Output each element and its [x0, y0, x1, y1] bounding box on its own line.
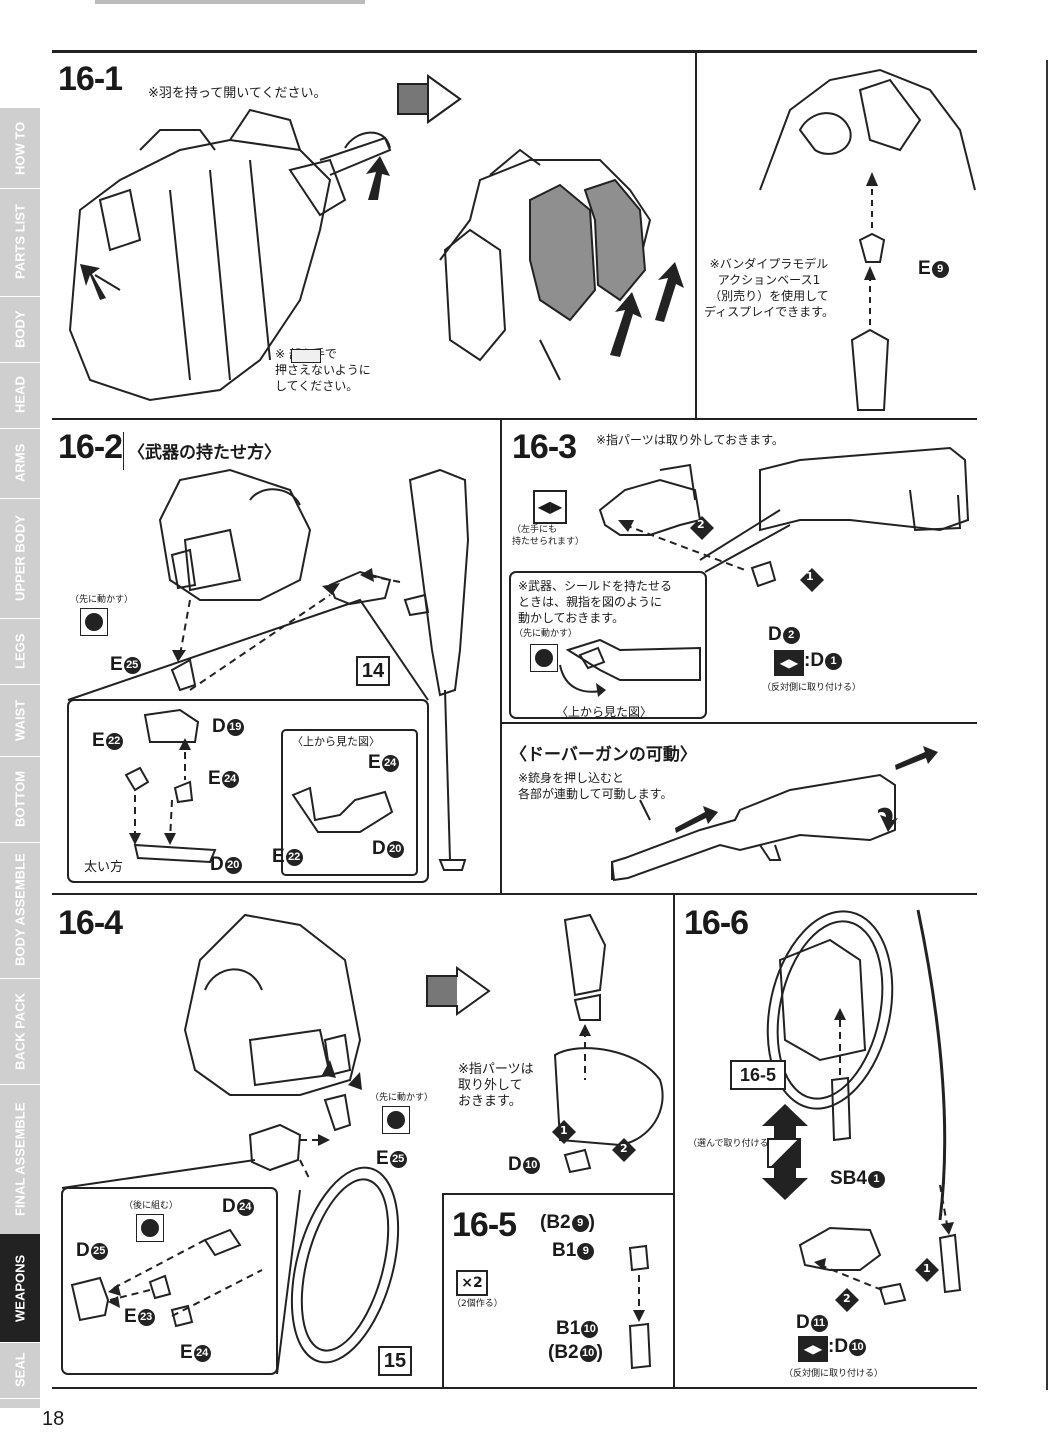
step-badge-1-6: 1 — [923, 1262, 931, 1275]
label-make-two: （2個作る） — [452, 1299, 503, 1309]
tab-legs[interactable]: LEGS — [0, 618, 40, 685]
divider — [442, 1193, 444, 1387]
divider — [502, 722, 977, 724]
note-thumb-position: ※武器、シールドを持たせる ときは、親指を図のように 動かしておきます。 — [518, 579, 673, 625]
step-16-1-title: 16-1 — [58, 60, 123, 98]
step-badge-2-6: 2 — [843, 1292, 851, 1305]
ref-box-16-5: 16-5 — [730, 1060, 786, 1090]
note-remove-fingers-4: ※指パーツは 取り外して おきます。 — [458, 1062, 534, 1109]
tab-arms[interactable]: ARMS — [0, 428, 40, 499]
label-move-first-3: （先に動かす） — [514, 629, 578, 639]
divider — [500, 420, 502, 893]
step-16-2-title: 16-2 — [58, 428, 123, 466]
top-bar-fragment — [95, 0, 365, 4]
label-move-first-4: （先に動かす） — [370, 1093, 434, 1103]
thumb-icon-4 — [382, 1106, 410, 1134]
label-opposite-side-6: （反対側に取り付ける） — [784, 1369, 884, 1379]
choose-icon — [767, 1138, 801, 1168]
mirror-icon: ◀▶ — [533, 490, 567, 524]
note-action-base: ※バンダイプラモデル アクションベース1 （別売り）を使用して ディスプレイでき… — [704, 257, 834, 319]
ref-box-14: 14 — [356, 656, 390, 686]
heading-dover-gun: 〈ドーバーガンの可動〉 — [510, 745, 697, 765]
divider — [442, 1193, 673, 1195]
ref-box-15: 15 — [378, 1346, 412, 1376]
note-dont-hold: ※ 部を手で 押さえないように してください。 — [275, 347, 371, 393]
label-left-hand: （左手にも 持たせられます） — [512, 525, 585, 547]
heading-how-to-hold-weapons: 〈武器の持たせ方〉 — [128, 443, 281, 463]
thumb-icon — [80, 608, 108, 636]
label-top-view-3: 〈上から見た図〉 — [556, 705, 653, 719]
step-badge-2: 2 — [697, 518, 705, 531]
tab-head[interactable]: HEAD — [0, 362, 40, 429]
note-hold-wings: ※羽を持って開いてください。 — [148, 86, 327, 101]
divider — [695, 52, 697, 418]
step-badge-1: 1 — [806, 570, 814, 583]
label-thick-side: 太い方 — [84, 860, 124, 875]
note-dover-gun: ※銃身を押し込むと 各部が連動して可動します。 — [518, 771, 673, 801]
tab-parts-list[interactable]: PARTS LIST — [0, 188, 40, 297]
tab-waist[interactable]: WAIST — [0, 684, 40, 757]
label-choose-attach: （選んで取り付ける） — [688, 1139, 778, 1149]
step-16-6-title: 16-6 — [684, 904, 749, 942]
times-two-badge: ×2 — [456, 1270, 488, 1296]
label-top-view: 〈上から見た図〉 — [292, 735, 380, 748]
step-badge-1-4: 1 — [560, 1124, 568, 1137]
tab-weapons[interactable]: WEAPONS — [0, 1234, 40, 1343]
page-number: 18 — [42, 1408, 65, 1430]
right-sheet-edge — [1046, 60, 1061, 1390]
divider — [673, 895, 675, 1387]
step-16-4-title: 16-4 — [58, 904, 123, 942]
top-rule — [52, 50, 977, 53]
mirror-part-icon: ◀▶ — [774, 650, 804, 676]
tab-seal[interactable]: SEAL — [0, 1342, 40, 1399]
step-badge-2-4: 2 — [620, 1142, 628, 1155]
mirror-part-icon-6: ◀▶ — [798, 1336, 828, 1362]
label-opposite-side: （反対側に取り付ける） — [762, 683, 862, 693]
divider — [52, 1387, 977, 1389]
hold-area-swatch — [291, 349, 321, 363]
note-remove-fingers: ※指パーツは取り外しておきます。 — [596, 433, 784, 447]
tab-how-to[interactable]: HOW TO — [0, 108, 40, 189]
step-16-3-title: 16-3 — [512, 428, 577, 466]
tab-back-pack[interactable]: BACK PACK — [0, 978, 40, 1085]
thumb-icon-3 — [530, 644, 558, 672]
tab-upper-body[interactable]: UPPER BODY — [0, 498, 40, 619]
section-sidebar — [0, 108, 40, 1408]
tab-body-assemble[interactable]: BODY ASSEMBLE — [0, 842, 40, 979]
label-assemble-later: （後に組む） — [124, 1201, 179, 1211]
divider — [52, 893, 977, 895]
step-16-5-title: 16-5 — [452, 1206, 517, 1244]
tab-bottom[interactable]: BOTTOM — [0, 756, 40, 843]
later-icon — [136, 1214, 164, 1242]
divider — [52, 418, 977, 420]
title-sep — [123, 432, 124, 470]
tab-body[interactable]: BODY — [0, 296, 40, 363]
tab-final-assemble[interactable]: FINAL ASSEMBLE — [0, 1084, 40, 1235]
label-move-first: （先に動かす） — [70, 595, 134, 605]
